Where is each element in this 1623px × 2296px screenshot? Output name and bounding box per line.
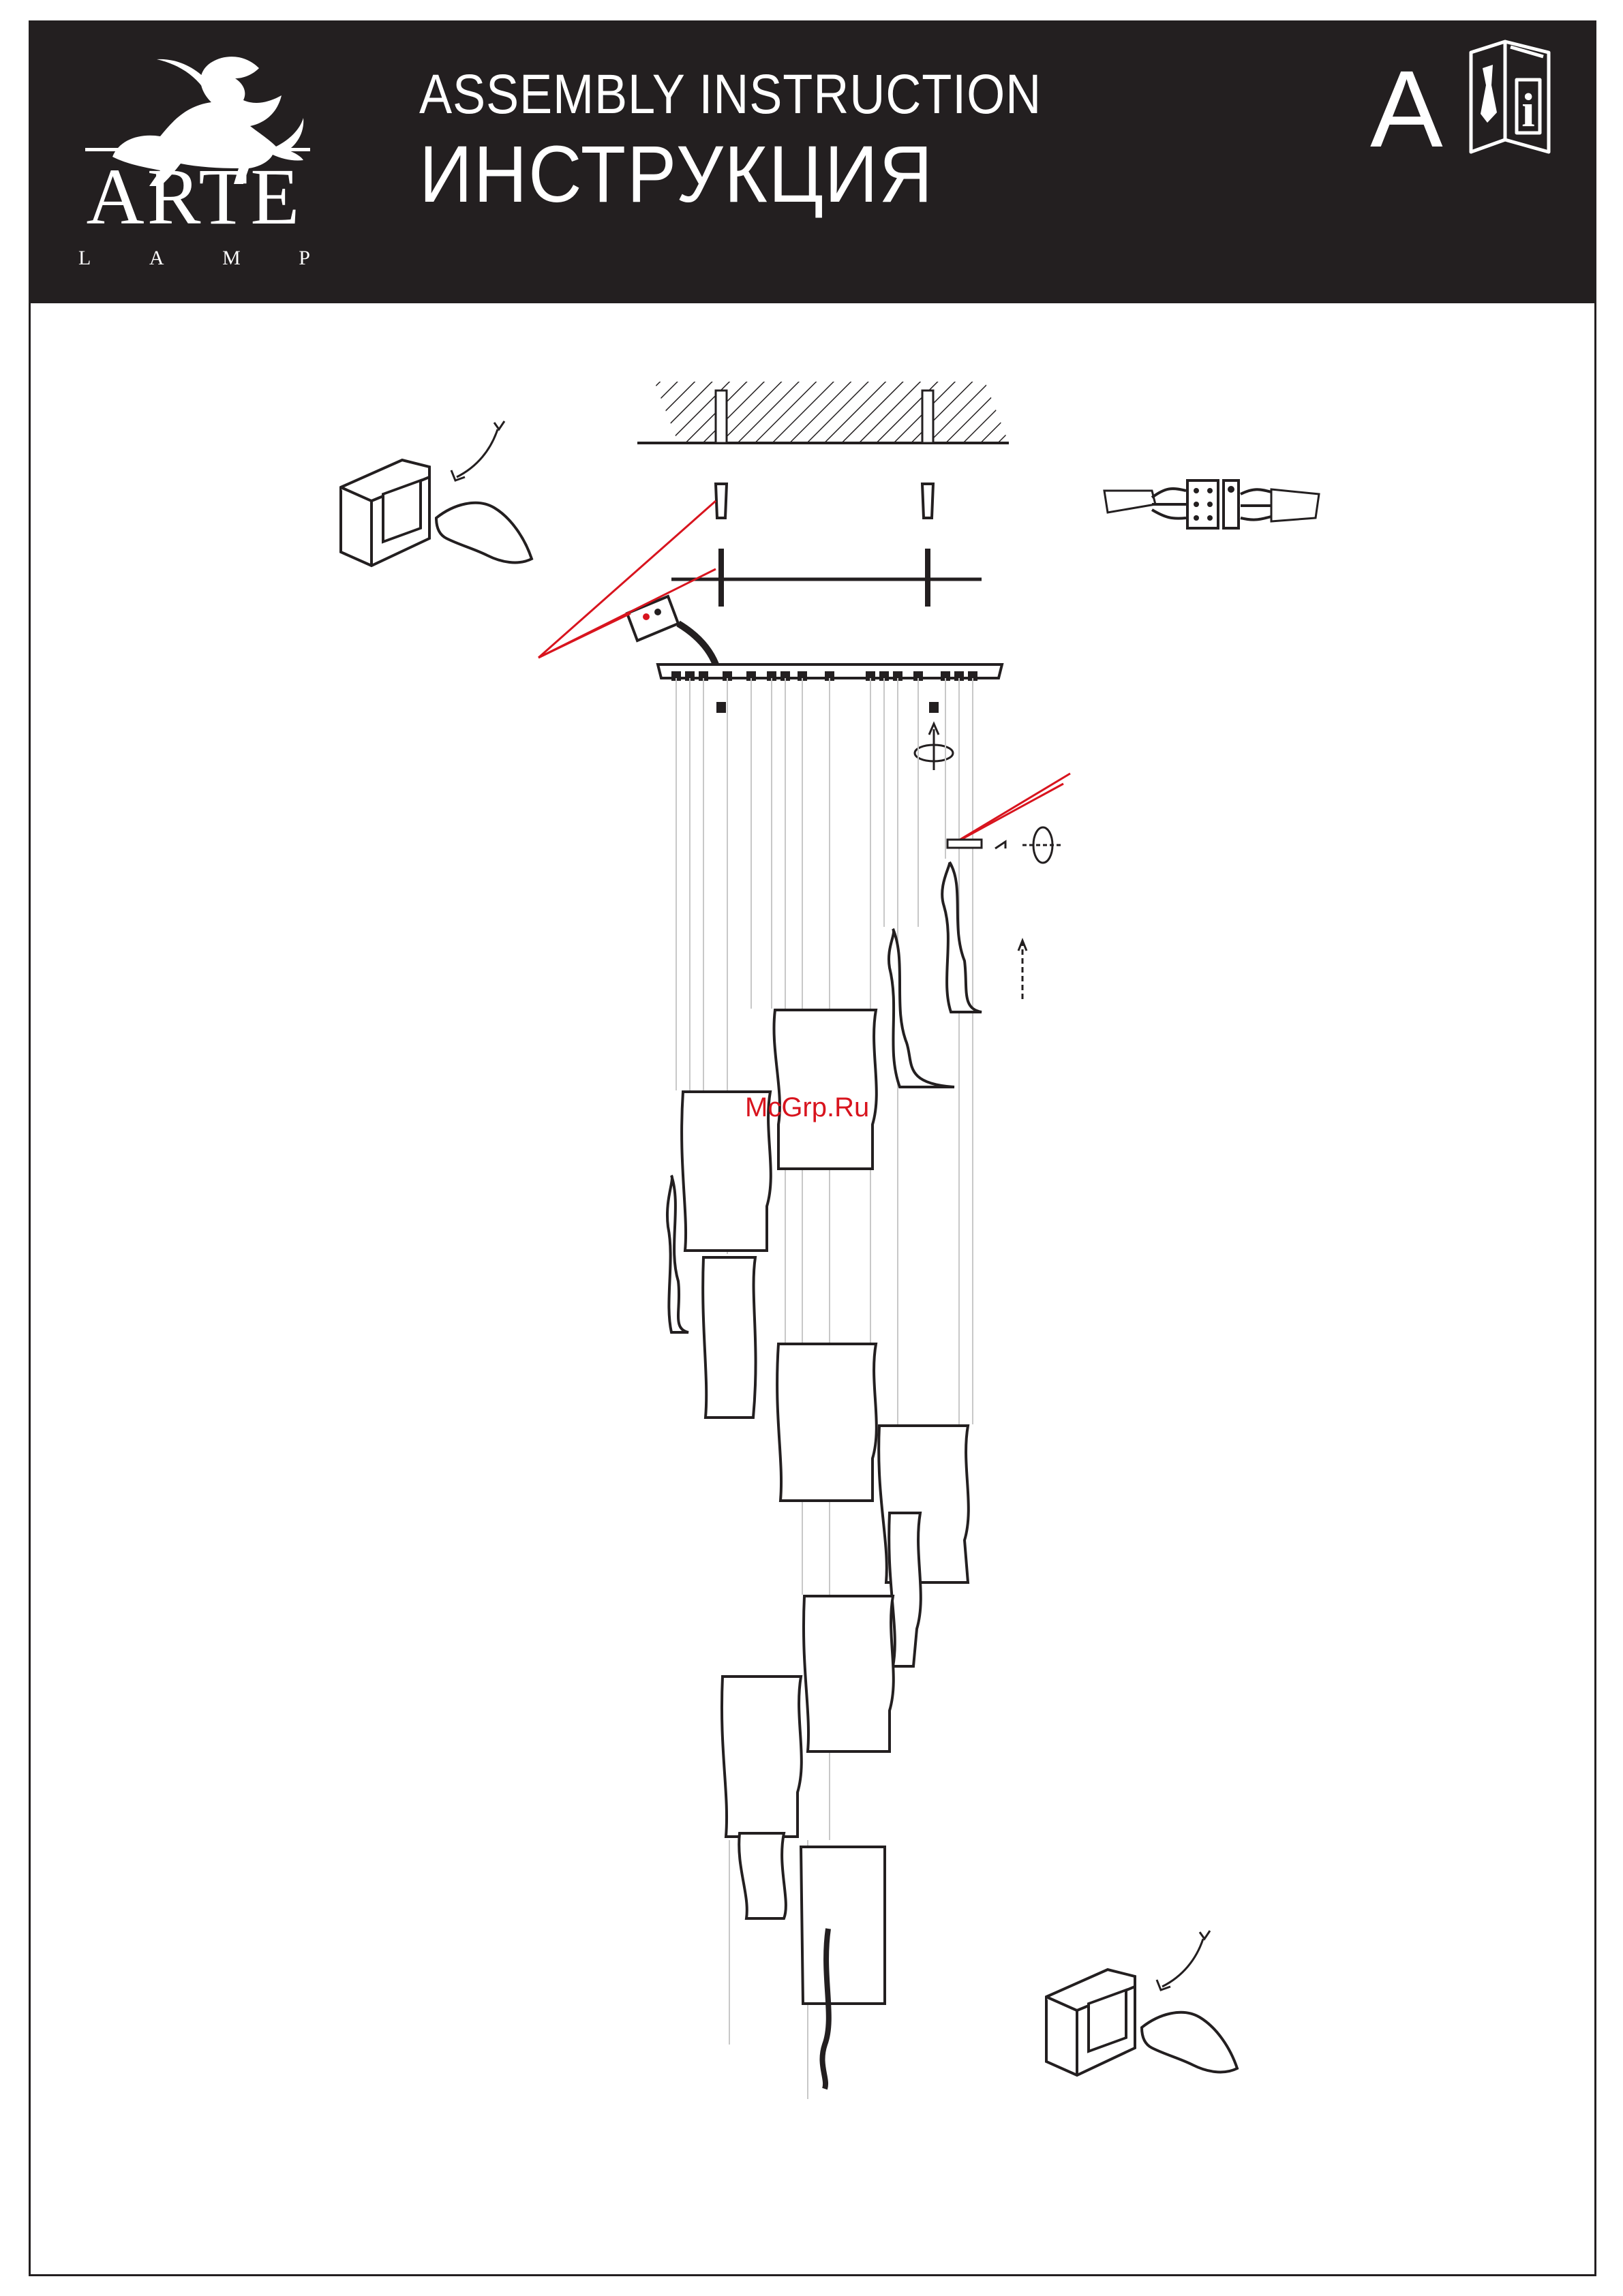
glass-shade xyxy=(667,862,982,2004)
ceiling xyxy=(637,382,1009,443)
wall-plug-icon xyxy=(716,484,933,518)
wire-connector-icon xyxy=(1104,480,1319,528)
screw-rotation-icon xyxy=(915,724,953,770)
power-switch-on-icon xyxy=(1046,1931,1237,2075)
watermark-text: McGrp.Ru xyxy=(745,1092,869,1123)
power-switch-off-icon xyxy=(341,421,532,566)
mounting-bar xyxy=(671,549,982,607)
